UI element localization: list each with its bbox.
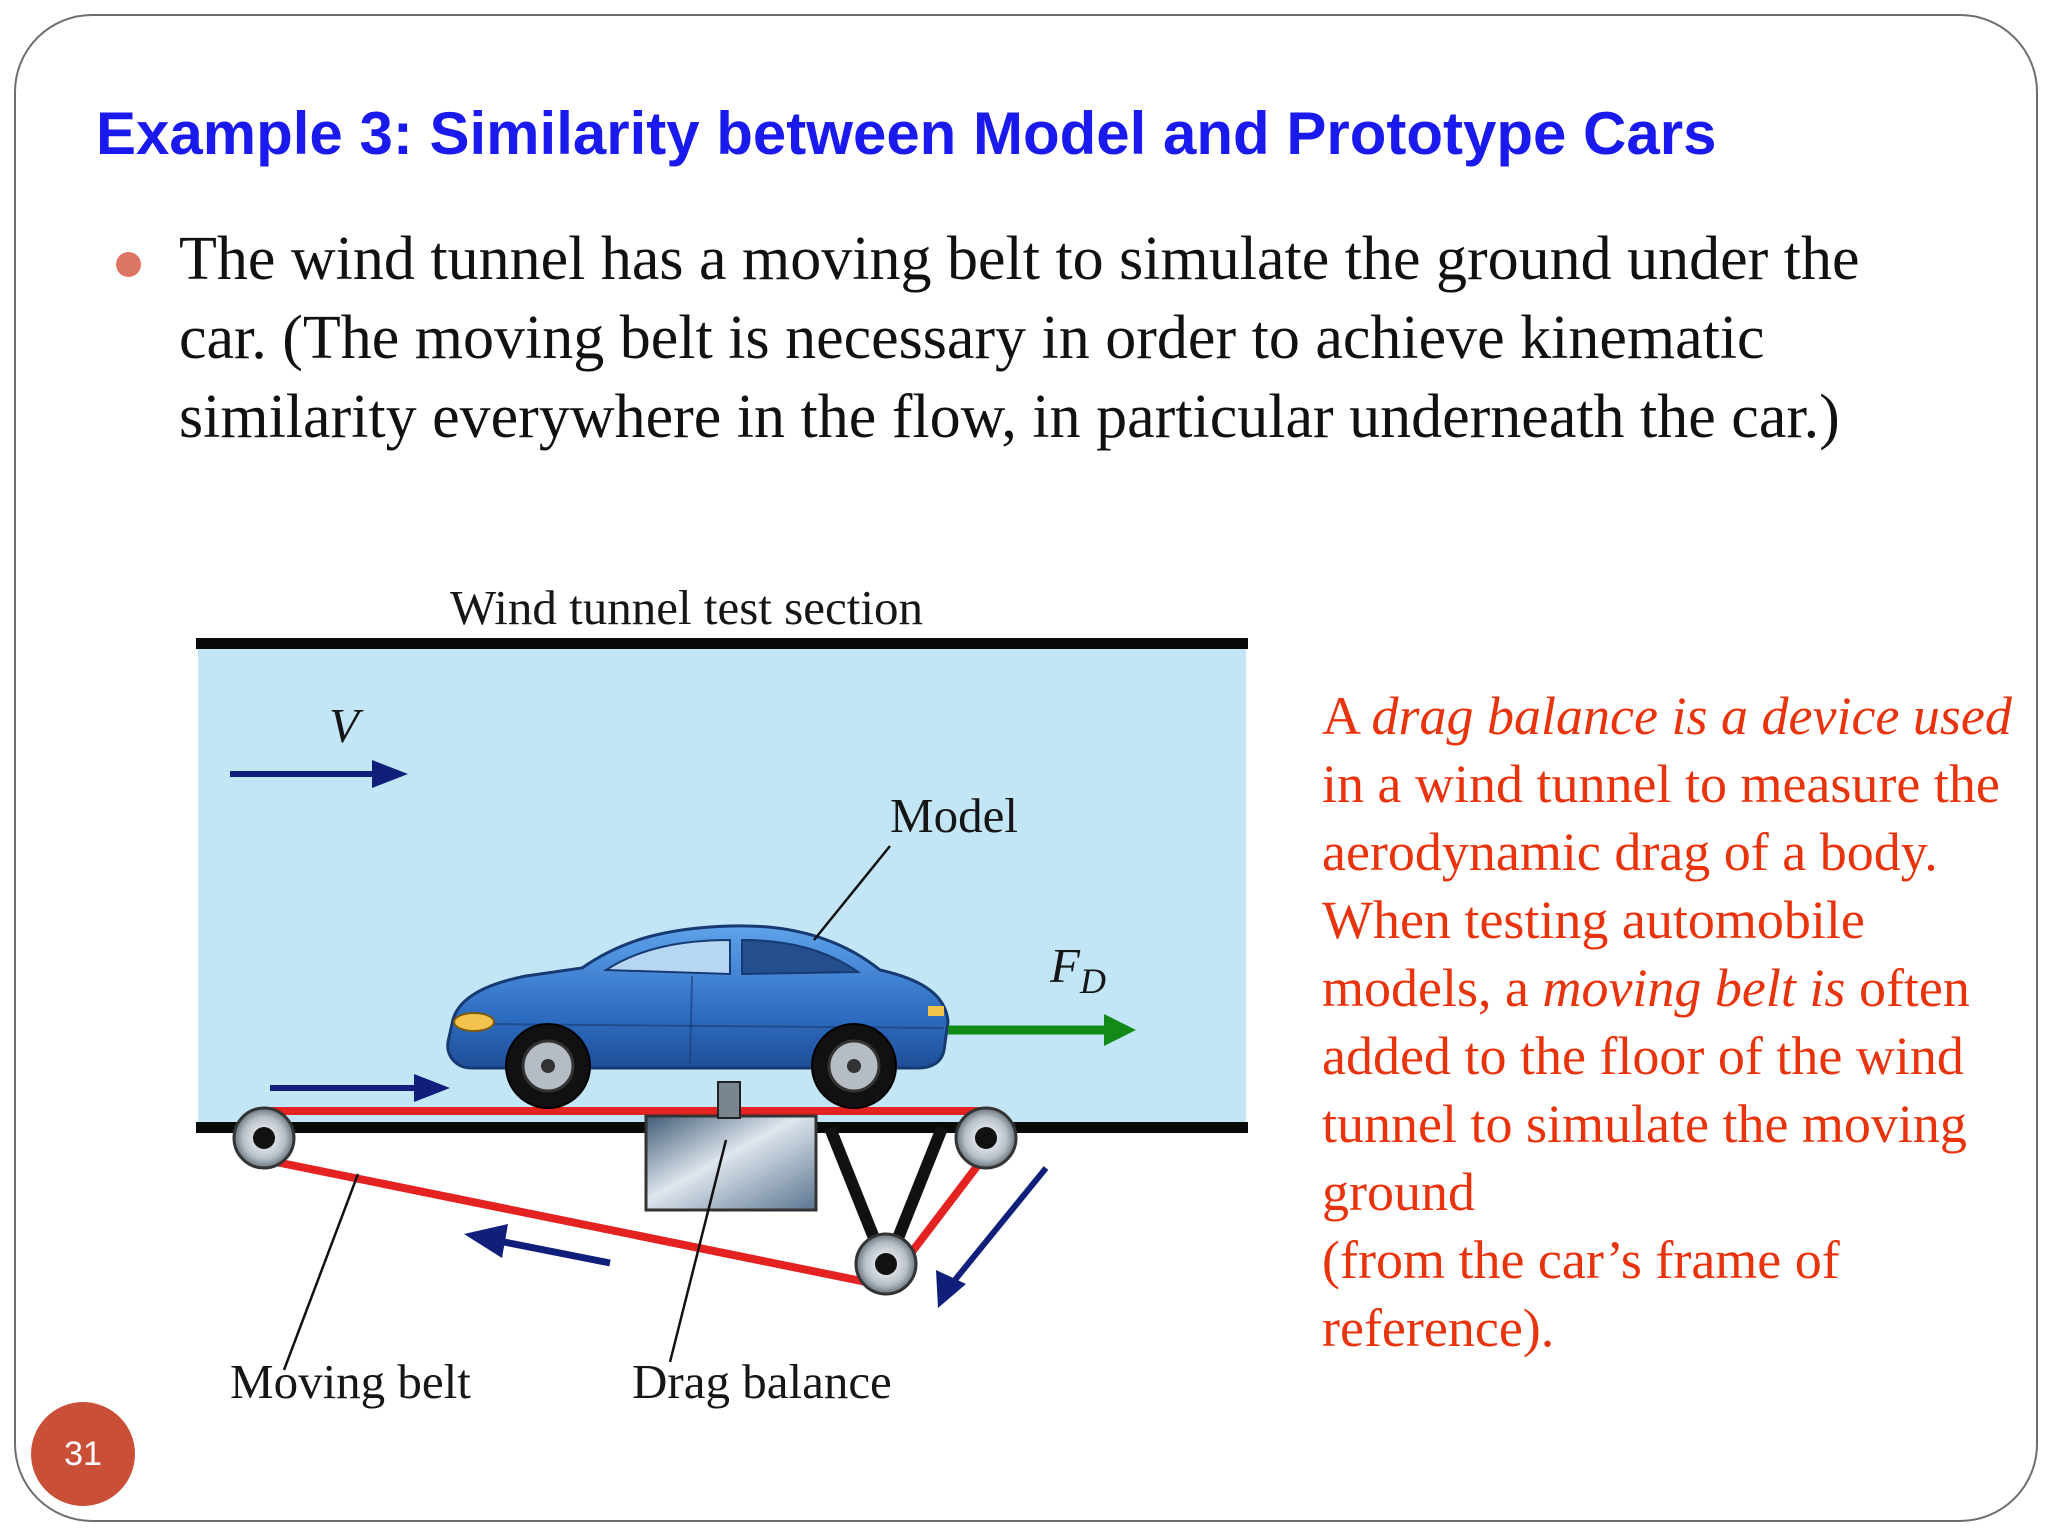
roller-icon (854, 1232, 918, 1296)
note-part-4: moving belt is (1542, 958, 1846, 1018)
flow-arrow-icon (270, 1074, 450, 1102)
moving-belt-label: Moving belt (230, 1354, 471, 1409)
drag-balance-box (644, 1114, 818, 1212)
model-leader-line (813, 845, 891, 941)
note-part-6: (from the car’s frame of reference). (1322, 1230, 1840, 1358)
drag-force-subscript: D (1079, 960, 1106, 1001)
drag-balance-label: Drag balance (632, 1354, 892, 1409)
drag-force-arrow-icon (948, 1014, 1136, 1046)
note-part-2: drag balance is a device used (1371, 686, 2012, 746)
belt-direction-arrow-icon (936, 1166, 1049, 1308)
model-label: Model (890, 788, 1018, 843)
roller-icon (232, 1106, 296, 1170)
wind-tunnel-figure: Wind tunnel test section V Model FD Movi… (174, 556, 1284, 1436)
bullet-text: The wind tunnel has a moving belt to sim… (179, 225, 1860, 451)
note-part-1: A (1322, 686, 1372, 746)
tunnel-ceiling (196, 638, 1248, 649)
drag-force-label: FD (1050, 936, 1106, 1011)
velocity-arrow-icon (230, 760, 408, 788)
velocity-label: V (329, 698, 359, 753)
tunnel-section-label: Wind tunnel test section (450, 580, 923, 635)
bullet-dot-icon (116, 252, 141, 277)
page-number-badge: 31 (31, 1402, 135, 1506)
roller-icon (954, 1106, 1018, 1170)
slide-title: Example 3: Similarity between Model and … (96, 100, 1717, 167)
note-part-3: in a wind tunnel to measure the aerodyna… (1322, 754, 2000, 1018)
moving-belt-leader-line (282, 1173, 360, 1371)
drag-balance-leader-line (668, 1139, 728, 1363)
drag-force-symbol: F (1050, 938, 1080, 993)
belt-direction-arrow-icon (464, 1224, 611, 1267)
note-part-5: often added to the floor of the wind tun… (1322, 958, 1970, 1222)
car-model (446, 924, 950, 1109)
wind-tunnel-diagram (196, 638, 1248, 1371)
balance-strut (717, 1081, 741, 1119)
drag-balance-note: A drag balance is a device used in a win… (1322, 682, 2012, 1362)
